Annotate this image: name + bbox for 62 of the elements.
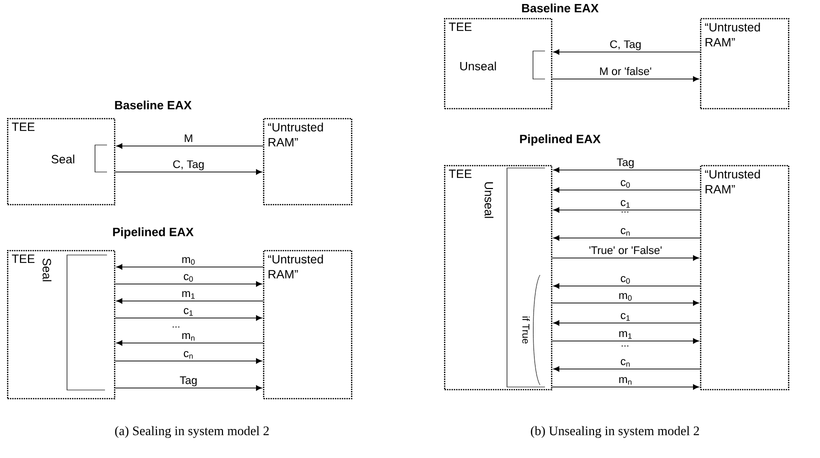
panel-title: Baseline EAX (115, 100, 192, 110)
arrow (553, 320, 700, 326)
edge-label: m$_{0}$ (619, 293, 632, 301)
edge-label: C, Tag (610, 40, 641, 50)
edge-label: c$_{0}$ (620, 180, 630, 188)
panel-title: Pipelined EAX (113, 227, 194, 239)
bracket-label: Unseal (460, 62, 496, 70)
edge-label: 'True' or 'False' (589, 246, 662, 254)
arrow (553, 49, 700, 55)
bracket-label: Unseal (484, 182, 494, 218)
ram-box: “Untrusted RAM” (700, 165, 790, 390)
edge-label: Tag (180, 376, 197, 386)
arrow (552, 338, 699, 344)
arrow (114, 358, 262, 364)
arrow (552, 76, 699, 82)
arrow (116, 298, 264, 304)
arrow (552, 300, 699, 306)
edge-label: c$_{0}$ (620, 276, 630, 284)
caption: (a) Sealing in system model 2 (115, 426, 269, 438)
edge-label: c$_{1}$ (184, 308, 193, 316)
arrow (553, 167, 700, 173)
bracket-label: Seal (42, 258, 52, 282)
arrow (553, 283, 700, 289)
edge-label: c$_{1}$ (620, 313, 630, 321)
ram-box: “Untrusted RAM” (263, 250, 352, 400)
arrow (553, 235, 700, 241)
edge-label: c$_{0}$ (184, 274, 193, 282)
arrow (116, 340, 264, 346)
arrow (553, 187, 700, 193)
edge-label: M or 'false' (600, 67, 652, 76)
ram-box: “Untrusted RAM” (263, 118, 352, 206)
bracket-label: Seal (52, 154, 74, 164)
ellipsis: ... (622, 211, 628, 213)
ellipsis: ... (172, 326, 180, 328)
arrow (116, 264, 264, 270)
arrow (114, 281, 262, 287)
arrow (114, 315, 262, 321)
edge-label: Tag (616, 158, 634, 168)
ram-box: “Untrusted RAM” (700, 18, 790, 110)
arrow (114, 169, 262, 175)
bracket-label: if True (522, 316, 530, 344)
arrow (552, 384, 699, 390)
panel-title: Pipelined EAX (520, 134, 601, 146)
arrow (116, 143, 264, 149)
edge-label: m$_{0}$ (182, 257, 195, 265)
ellipsis: ... (622, 345, 628, 347)
edge-label: c$_{n}$ (184, 351, 193, 359)
edge-label: m$_{1}$ (619, 331, 632, 339)
edge-label: c$_{1}$ (620, 200, 630, 208)
arrow (553, 207, 700, 213)
edge-label: m$_{1}$ (182, 291, 195, 299)
arrow (552, 255, 699, 261)
arrow (553, 366, 700, 372)
edge-label: C, Tag (173, 160, 204, 170)
edge-label: c$_{n}$ (620, 228, 630, 236)
edge-label: c$_{n}$ (620, 359, 630, 367)
edge-label: M (184, 134, 192, 142)
arrow (114, 385, 262, 391)
panel-title: Baseline EAX (522, 4, 599, 12)
edge-label: m$_{n}$ (182, 333, 194, 341)
caption: (b) Unsealing in system model 2 (530, 426, 699, 438)
edge-label: m$_{n}$ (619, 377, 632, 385)
